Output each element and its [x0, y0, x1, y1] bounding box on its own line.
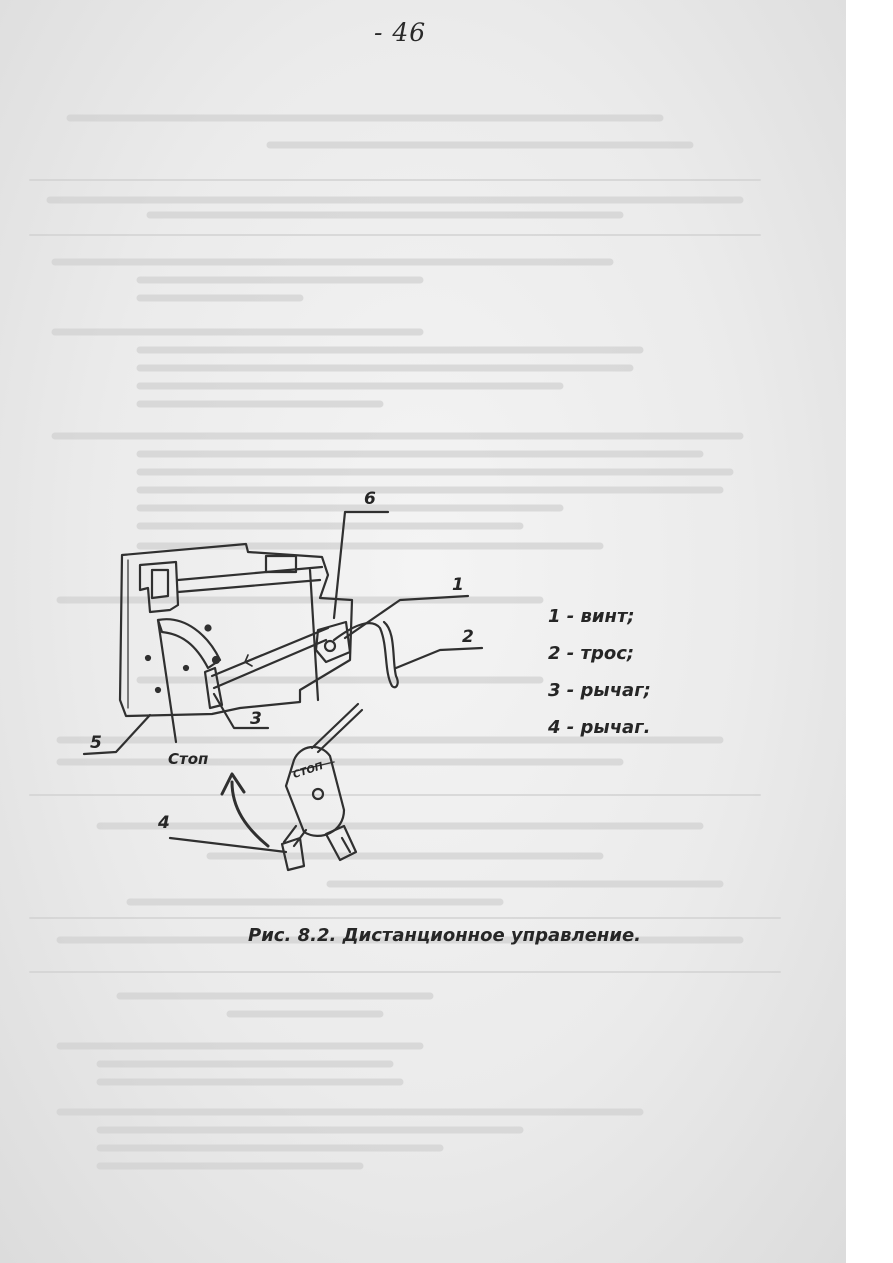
- legend-item: 3 - рычаг;: [548, 680, 651, 701]
- legend-item: 1 - винт;: [548, 606, 635, 627]
- document-page: [0, 0, 846, 1263]
- leader-6: [332, 510, 390, 620]
- handle-stop-label: СТОП: [292, 761, 326, 781]
- figure-caption: Рис. 8.2. Дистанционное управление.: [248, 925, 642, 946]
- legend-item: 4 - рычаг.: [548, 717, 651, 738]
- lever-4: [280, 824, 308, 872]
- page-edge-margin: [846, 0, 893, 1263]
- callout-3: 3: [250, 709, 262, 729]
- housing-plate: [118, 542, 354, 718]
- top-bracket: [138, 560, 180, 614]
- callout-4: 4: [157, 813, 170, 833]
- lever-3: [203, 666, 224, 710]
- connector: [324, 824, 358, 862]
- figure-legend: 1 - винт; 2 - трос; 3 - рычаг; 4 - рычаг…: [548, 598, 651, 746]
- leader-5: [82, 713, 152, 756]
- motion-arrow: [220, 772, 270, 848]
- bleed-through-text: [29, 114, 781, 1170]
- cable: [332, 620, 399, 689]
- callout-6: 6: [364, 489, 376, 509]
- leader-3: [212, 692, 270, 730]
- page-number: - 46: [374, 18, 427, 47]
- callout-5: 5: [90, 733, 102, 753]
- handle-rod: [310, 702, 364, 754]
- leader-2: [394, 646, 484, 670]
- remote-control-figure: 6 1 2 3 5 4 Стоп СТОП: [82, 489, 484, 872]
- leader-stop: [156, 618, 178, 744]
- upper-rail: [176, 565, 324, 702]
- legend-item: 2 - трос;: [548, 643, 635, 664]
- rod: [210, 626, 330, 690]
- leader-4: [168, 836, 288, 854]
- stop-label: Стоп: [168, 750, 208, 768]
- callout-2: 2: [462, 627, 474, 647]
- callout-1: 1: [452, 575, 464, 595]
- pivot-block: [314, 620, 352, 664]
- handle-body: [284, 746, 346, 837]
- leader-1: [343, 594, 470, 640]
